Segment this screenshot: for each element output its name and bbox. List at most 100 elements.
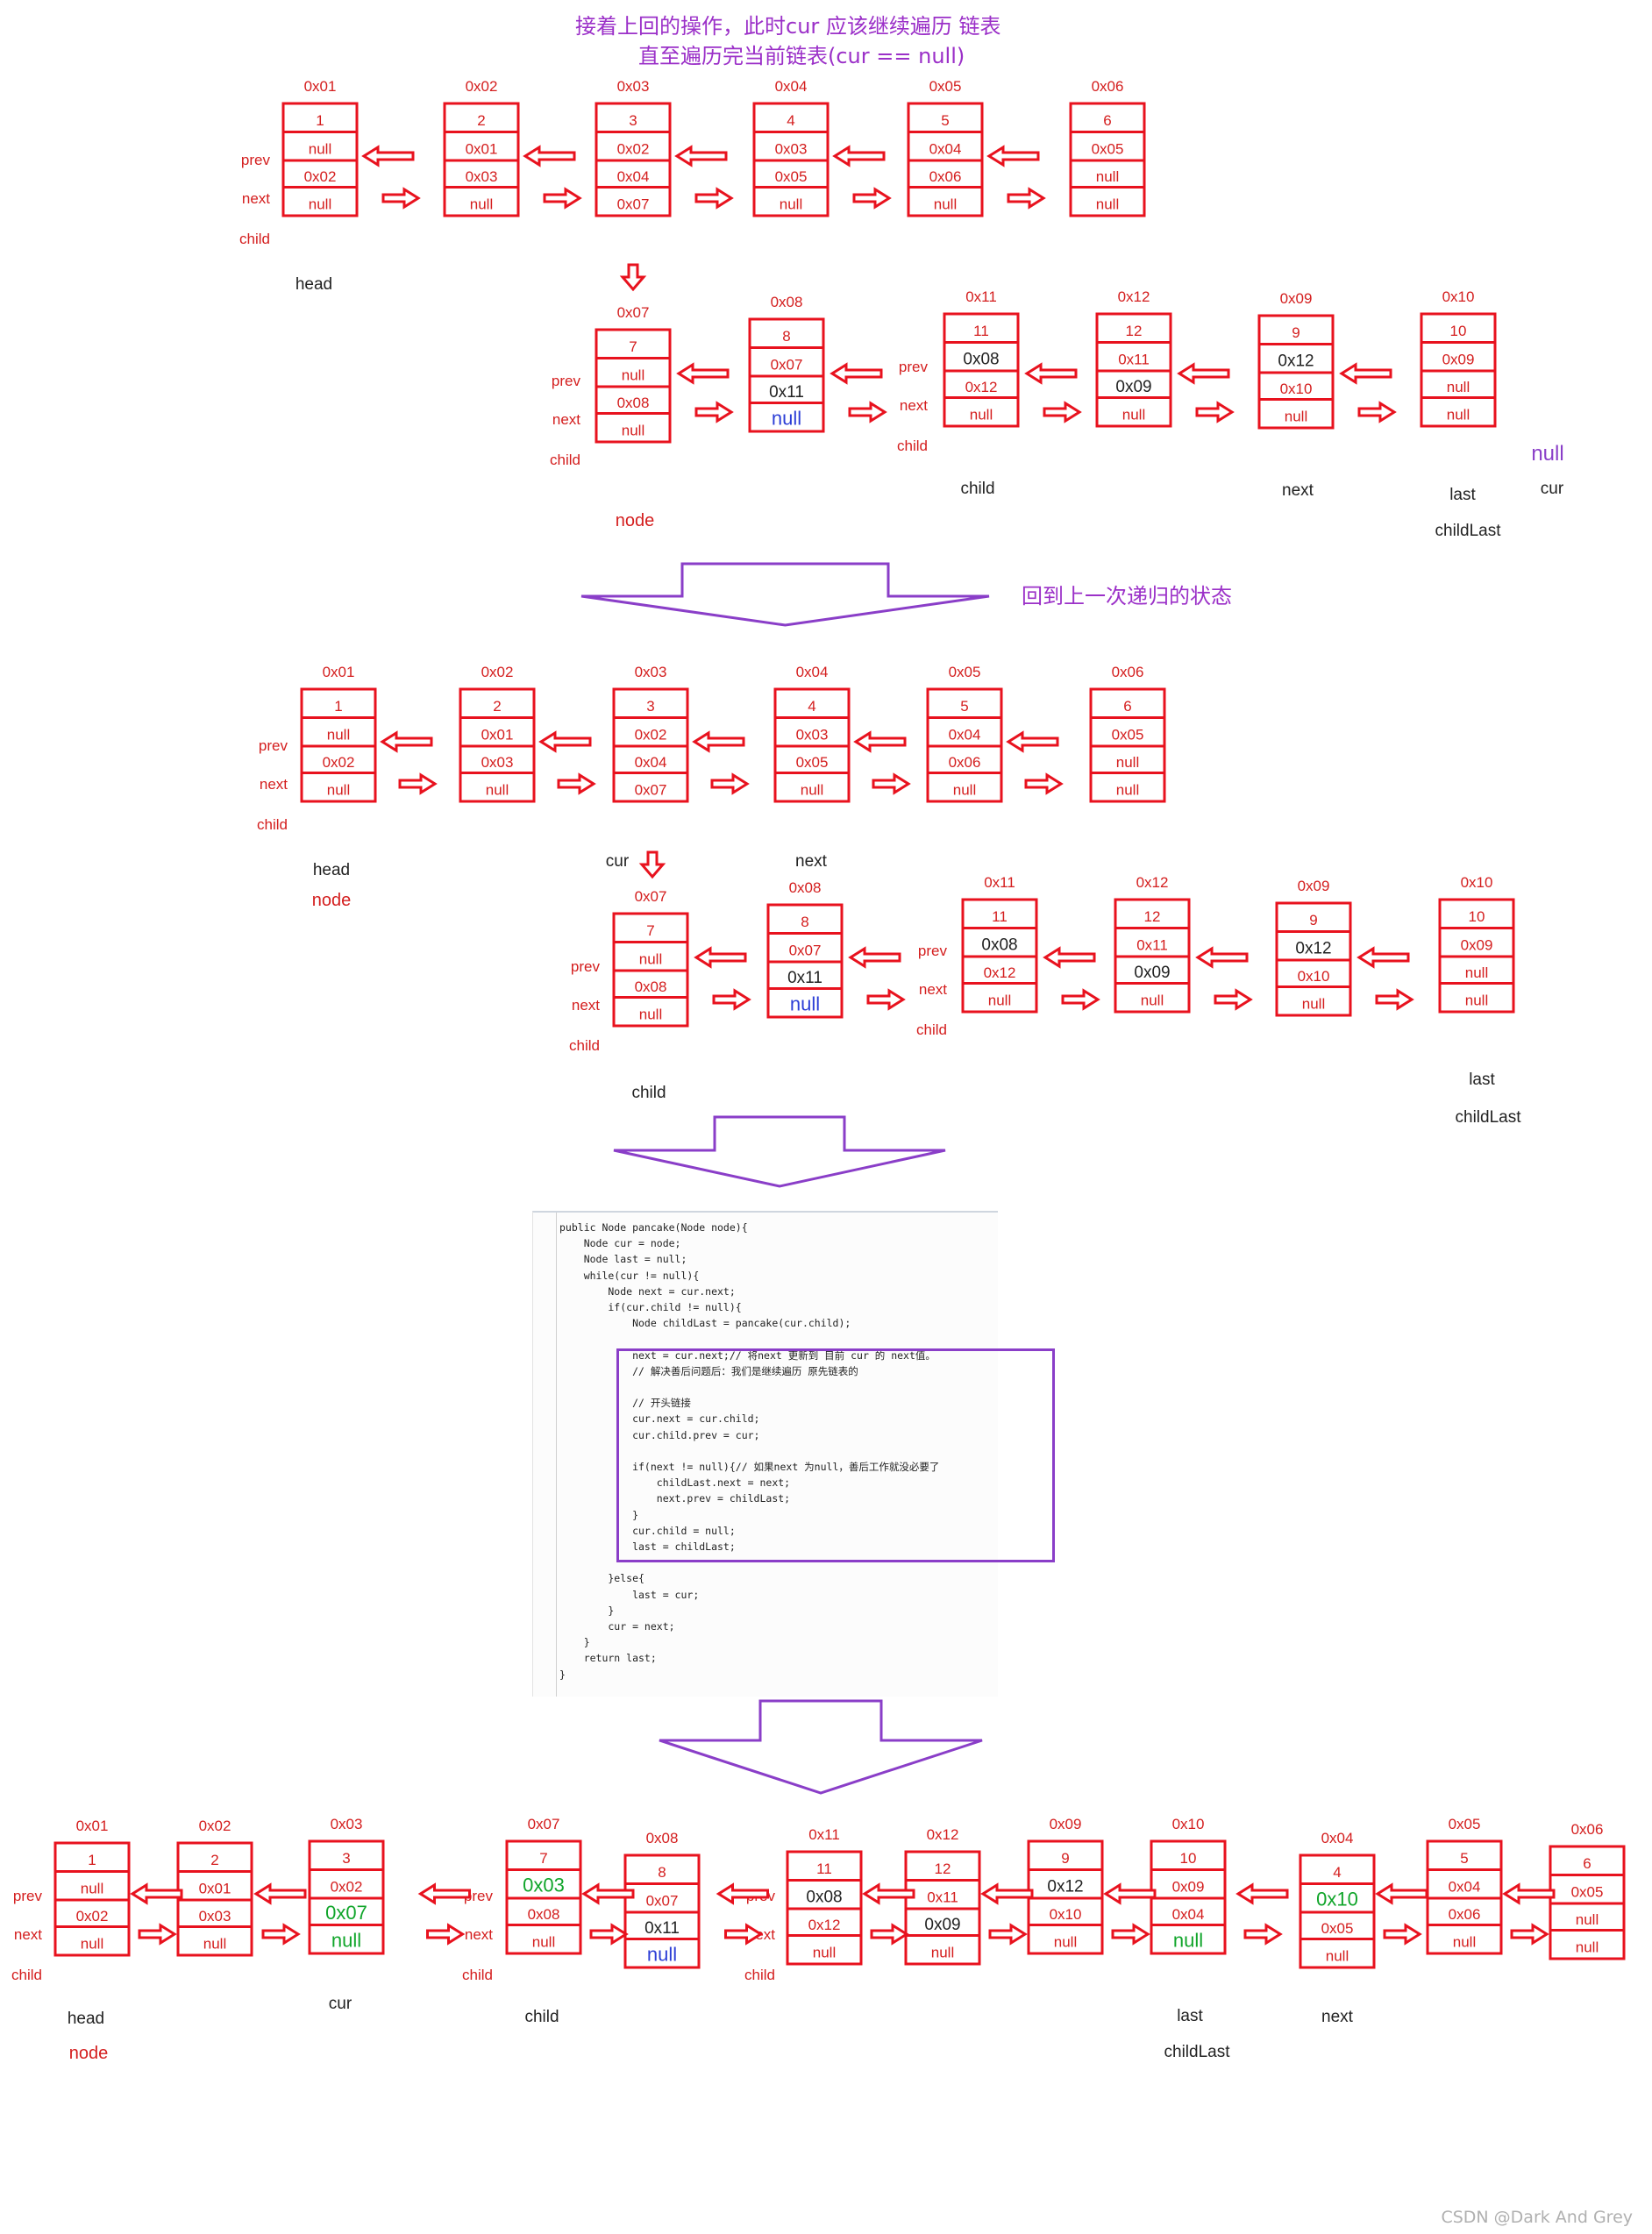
code-gutter [556,1213,557,1697]
next-arrow [712,988,751,1011]
prev-arrow [380,730,433,753]
node-next-field: 0x02 [76,1908,109,1925]
next-arrow [1214,988,1253,1011]
node-prev-field: 0x07 [771,357,803,374]
node-prev-field: 0x11 [927,1889,958,1906]
node-value: 8 [782,328,790,345]
node-prev-field: 0x02 [617,141,650,158]
node-address: 0x08 [789,879,822,896]
node-value: 7 [629,338,637,355]
tag-node: node [312,891,352,910]
row-label-next: next [242,190,270,207]
prev-arrow [523,145,576,167]
prev-arrow [853,730,907,753]
watermark: CSDN @Dark And Grey [1441,2208,1633,2227]
node-address: 0x09 [1280,290,1313,307]
tag-node: node [616,511,655,530]
row-label-next: next [552,411,580,428]
next-arrow [1024,772,1064,795]
node-next-field: 0x11 [644,1919,680,1938]
code-line: Node last = null; [559,1253,687,1266]
node-child-field: null [813,1945,836,1961]
node-value: 5 [1460,1850,1468,1867]
transition-arrow [659,1699,983,1795]
prev-arrow [1024,362,1078,385]
node-prev-field: 0x01 [466,141,498,158]
node-next-field: 0x08 [528,1906,560,1923]
node-prev-field: 0x11 [1136,937,1168,954]
node-value: 12 [1126,323,1143,339]
next-arrow [694,187,734,210]
row-label-prev: prev [552,373,581,389]
node-child-field: null [1576,1939,1599,1956]
tag-childlast: childLast [1435,522,1502,540]
node-next-field: null [1576,1911,1599,1928]
node-address: 0x03 [331,1816,363,1832]
node-prev-field: 0x03 [523,1875,565,1896]
node-prev-field: 0x04 [929,141,962,158]
row-label-child: child [11,1967,42,1983]
node-address: 0x04 [796,664,829,680]
tag-next: next [795,852,828,871]
node-child-field: null [1453,1934,1476,1951]
node-child-field: null [772,408,801,430]
row-label-child: child [897,438,928,454]
code-line: while(cur != null){ [559,1269,700,1282]
row-label-child: child [239,231,270,247]
prev-arrow [581,1882,635,1905]
prev-arrow [676,362,730,385]
row-label-prev: prev [13,1888,43,1904]
prev-arrow [1177,362,1230,385]
node-next-field: 0x03 [466,168,498,185]
code-line: if(next != null){// 如果next 为null，善后工作就没必… [559,1461,940,1473]
row-label-prev: prev [899,359,929,375]
node-address: 0x10 [1461,874,1493,891]
node-next-field: 0x06 [929,168,962,185]
node-child-field: null [1141,992,1164,1009]
node-value: 2 [210,1852,218,1868]
code-line: public Node pancake(Node node){ [559,1221,748,1234]
node-prev-field: 0x08 [981,936,1017,955]
next-arrow [870,1923,909,1946]
node-value: 3 [646,698,654,715]
code-line: // 开头链接 [559,1397,691,1410]
tag-head: head [68,2010,104,2028]
tag-cur: cur [606,852,630,871]
next-arrow [398,772,438,795]
node-next-field: 0x03 [199,1908,231,1925]
node-address: 0x07 [617,304,650,321]
node-child-field: null [931,1945,954,1961]
node-address: 0x07 [635,888,667,905]
node-prev-field: 0x04 [949,727,981,743]
node-address: 0x02 [481,664,514,680]
node-child-field: null [1096,196,1119,213]
code-line: cur = next; [559,1620,675,1633]
node-next-field: 0x05 [796,754,829,771]
node-child-field: null [953,782,976,799]
prev-arrow [1356,946,1410,969]
node-address: 0x02 [466,78,498,95]
node-next-field: 0x08 [635,978,667,995]
prev-arrow [253,1882,307,1905]
tag-head: head [296,275,332,294]
next-arrow [543,187,582,210]
row-label-next: next [465,1926,493,1943]
node-address: 0x09 [1050,1816,1082,1832]
node-prev-field: 0x09 [1172,1879,1205,1896]
node-next-field: 0x03 [481,754,514,771]
node-value: 3 [629,112,637,129]
node-child-field: null [780,196,802,213]
node-value: 9 [1292,324,1300,341]
node-prev-field: 0x05 [1092,141,1124,158]
code-line: } [559,1604,615,1617]
node-prev-field: 0x03 [775,141,808,158]
next-arrow [710,772,750,795]
tag-last: last [1449,486,1476,504]
node-value: 1 [316,112,324,129]
code-panel: public Node pancake(Node node){ Node cur… [532,1211,998,1697]
